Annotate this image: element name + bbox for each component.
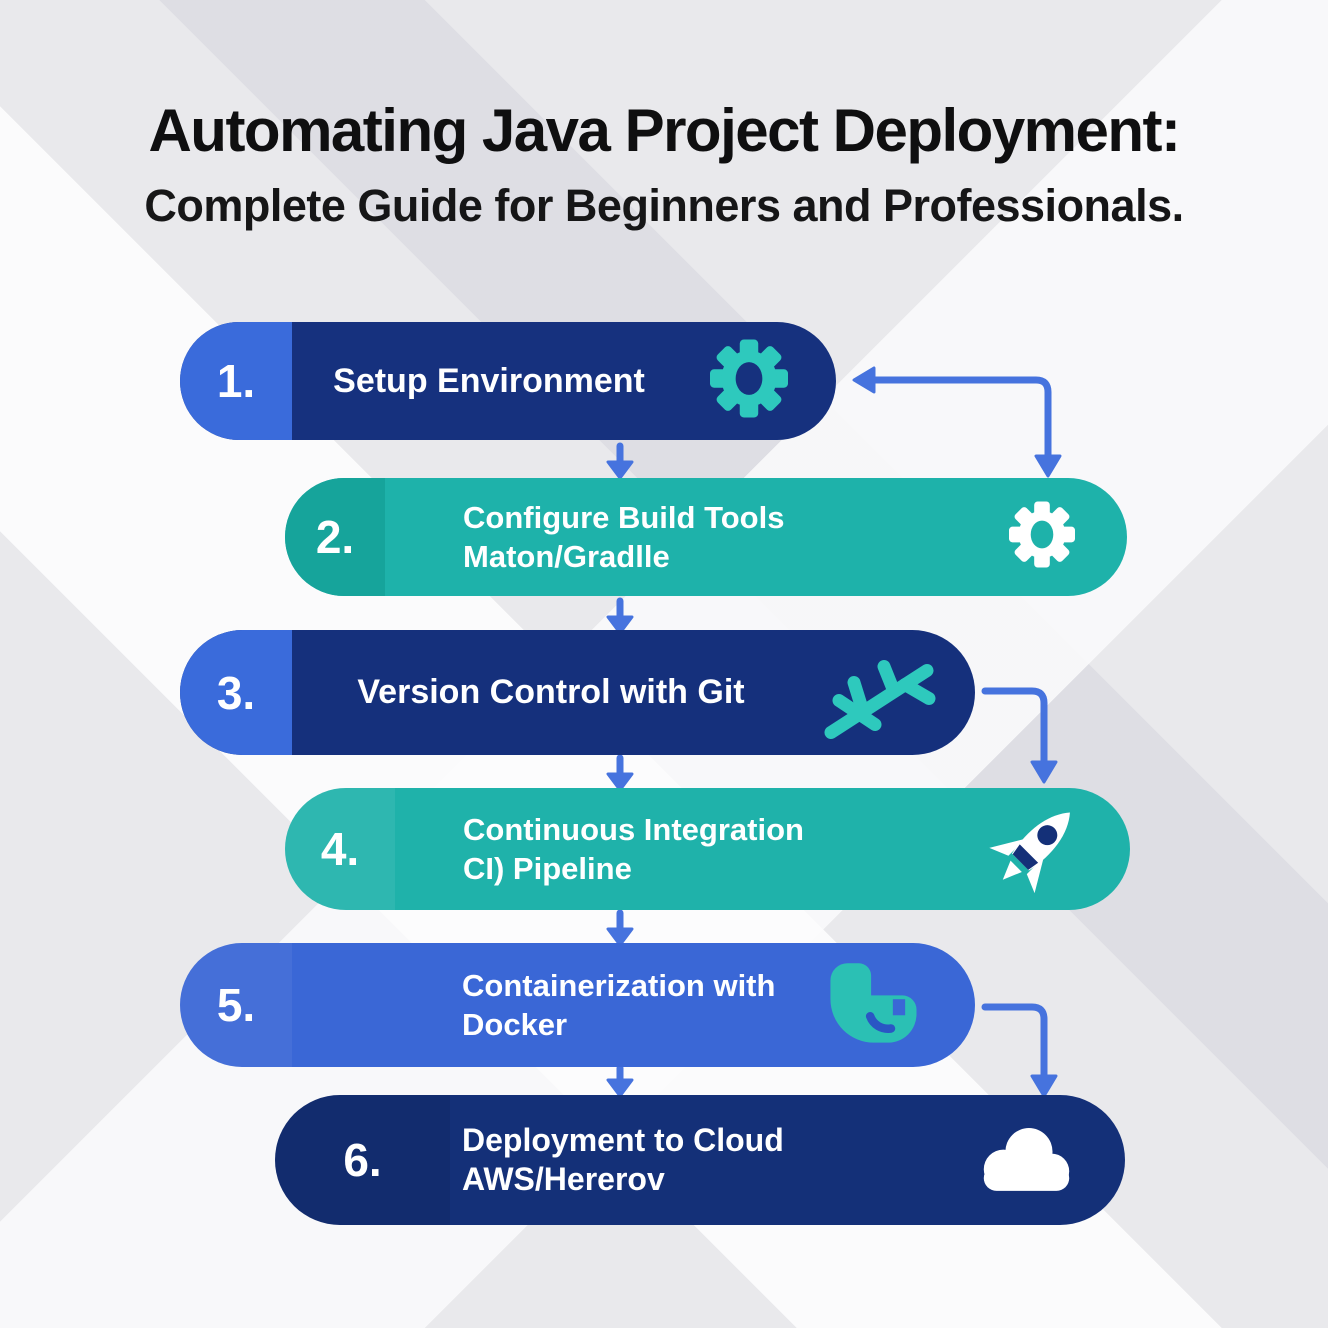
step-label: Continuous Integration [463, 812, 804, 847]
step-label: Version Control with Git [357, 673, 745, 711]
page-title: Automating Java Project Deployment: [148, 97, 1181, 164]
step-label: Deployment to Cloud [462, 1122, 784, 1158]
step-number: 3. [180, 630, 292, 755]
docker-whale-icon [821, 957, 925, 1054]
arrowhead [1034, 454, 1062, 478]
step-number: 4. [285, 788, 395, 910]
step-label: Containerization with [462, 968, 776, 1003]
step-number: 1. [180, 322, 292, 440]
step-label-2: CI) Pipeline [463, 851, 632, 886]
step-setup-environment: 1. Setup Environment [180, 322, 836, 440]
arrowhead [1030, 760, 1058, 784]
git-branch-icon [817, 640, 937, 745]
step-ci-pipeline: 4. Continuous Integration CI) Pipeline [285, 788, 1130, 910]
arrowhead [606, 460, 634, 480]
step-version-control-git: 3. Version Control with Git [180, 630, 975, 755]
gear-icon [710, 339, 788, 423]
arrowhead-left [852, 366, 876, 394]
step-label: Configure Build Tools [463, 500, 785, 535]
elbow-step1-step2 [860, 376, 1052, 462]
step-containerization-docker: 5. Containerization with Docker [180, 943, 975, 1067]
step-label: Setup Environment [333, 361, 645, 400]
page-subtitle: Complete Guide for Beginners and Profess… [144, 180, 1184, 231]
elbow-step5-step6 [981, 1003, 1048, 1082]
cloud-icon [972, 1118, 1080, 1203]
arrowhead [1030, 1074, 1058, 1098]
gear-icon [1009, 501, 1075, 573]
step-number: 6. [275, 1095, 450, 1225]
step-number: 5. [180, 943, 292, 1067]
step-label-2: AWS/Hererov [462, 1161, 665, 1197]
rocket-icon [986, 797, 1086, 902]
step-label-2: Docker [462, 1007, 568, 1042]
step-configure-build-tools: 2. Configure Build Tools Maton/Gradlle [285, 478, 1127, 596]
elbow-step3-step4 [981, 687, 1048, 768]
step-number: 2. [285, 478, 385, 596]
arrowhead [606, 1078, 634, 1098]
step-deployment-cloud: 6. Deployment to Cloud AWS/Hererov [275, 1095, 1125, 1225]
step-label-2: Maton/Gradlle [463, 539, 670, 574]
